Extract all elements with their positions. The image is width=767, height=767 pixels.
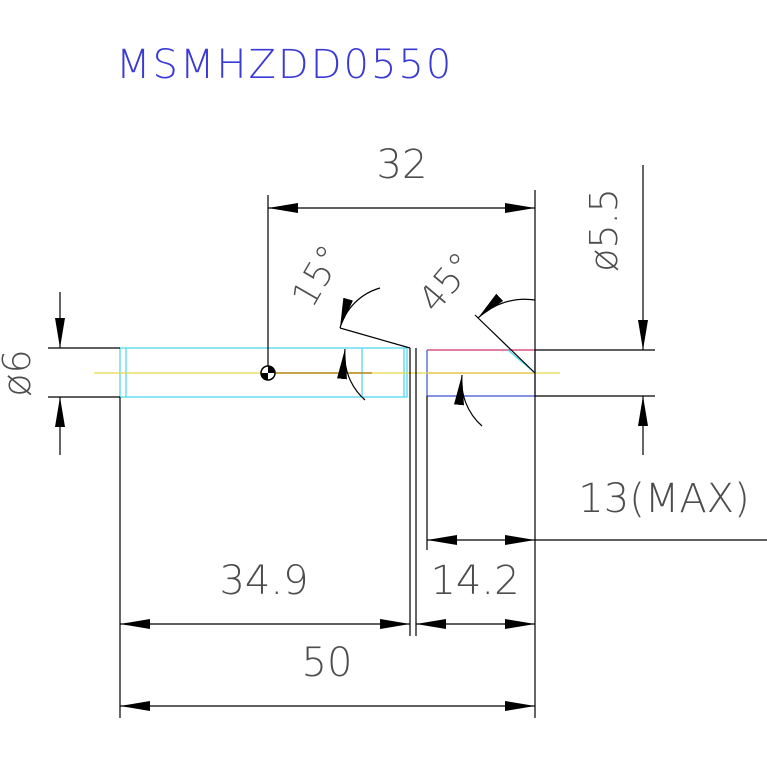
angle-line-15: [339, 327, 411, 349]
part-outline: [94, 347, 560, 398]
dim-text-dia6: ø6: [0, 349, 39, 396]
dim-text-angle-45: 45°: [411, 245, 483, 320]
shoulder-lines: [409, 348, 428, 636]
dim-text-13max: 13(MAX): [578, 476, 749, 522]
datum-marker: [260, 365, 276, 381]
angle-arc-45-lower: [454, 374, 483, 427]
angle-arc-15-lower: [337, 348, 366, 401]
dim-text-angle-15: 15°: [284, 238, 351, 314]
dim-text-34-9: 34.9: [219, 558, 308, 604]
dim-text-50: 50: [302, 640, 353, 686]
dim-text-32: 32: [377, 142, 428, 188]
extension-lines: [48, 190, 767, 718]
angle-line-45: [474, 314, 536, 374]
dim-text-dia5-5: ø5.5: [582, 188, 626, 272]
angle-arc-15-upper: [339, 287, 381, 329]
dim-text-14-2: 14.2: [430, 558, 519, 604]
part-number-title: MSMHZDD0550: [116, 42, 453, 88]
angle-arc-45-upper: [477, 293, 536, 319]
